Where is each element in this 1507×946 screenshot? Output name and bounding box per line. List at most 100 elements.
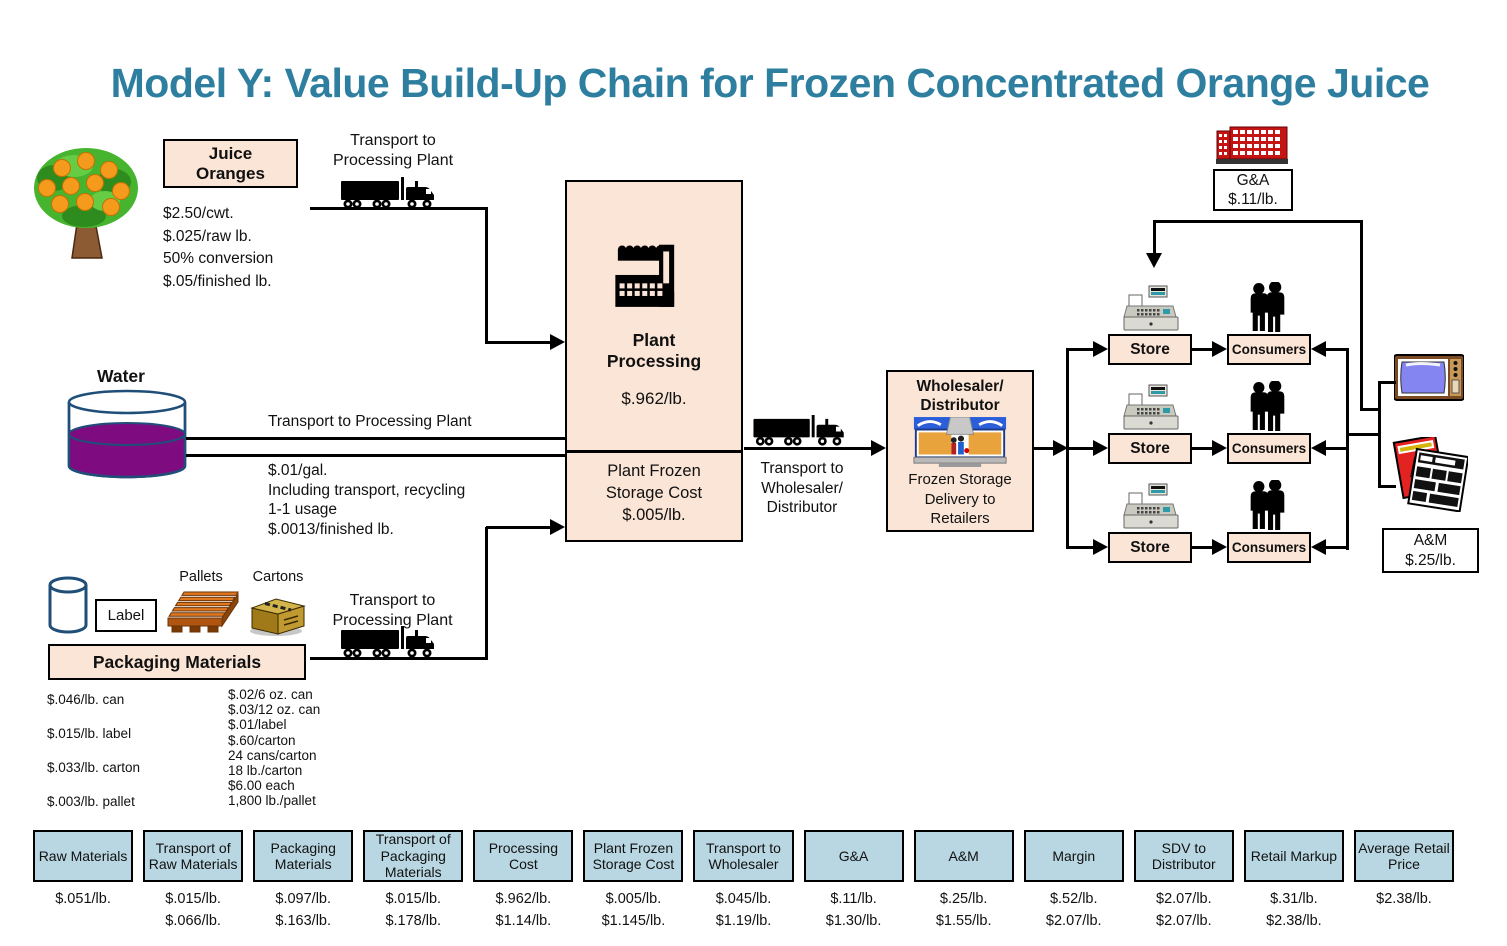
office-building-icon	[1216, 126, 1288, 164]
packaging-materials-label: Packaging Materials	[92, 651, 262, 672]
am-label: A&M	[1413, 532, 1448, 549]
truck-icon	[340, 177, 442, 211]
cost-column-sdv: SDV to Distributor $2.07/lb.$2.07/lb.	[1133, 830, 1234, 932]
cost-value: $.051/lb.	[55, 891, 111, 907]
gna-line	[1153, 220, 1156, 254]
packaging-detail-line: $6.00 each	[228, 778, 295, 794]
truck-icon	[340, 626, 442, 660]
pallets-label: Pallets	[179, 569, 223, 585]
cost-value: $.31/lb.	[1270, 891, 1318, 907]
store-box: Store	[1108, 532, 1192, 563]
arrowhead-into-consumers	[1212, 440, 1227, 456]
plant-box-divider	[565, 450, 743, 453]
flow-line	[485, 207, 488, 344]
cost-cumulative: $1.19/lb.	[715, 912, 772, 929]
factory-icon	[612, 238, 696, 322]
juice-cost-line: $2.50/cwt.	[163, 205, 234, 222]
am-cost: $.25/lb.	[1405, 551, 1456, 569]
cost-column-avg-retail-price: Average Retail Price $2.38/lb.	[1353, 830, 1455, 932]
transport-raw-label: Transport to Processing Plant	[332, 132, 454, 169]
packaging-cost-line: $.046/lb. can	[47, 692, 125, 707]
store-label: Store	[1130, 538, 1170, 556]
arrowhead-into-consumers	[1212, 539, 1227, 555]
arrowhead-into-store	[1093, 539, 1108, 555]
cost-column-gna: G&A $.11/lb. $1.30/lb.	[803, 830, 904, 932]
cash-register-icon	[1122, 483, 1180, 531]
cost-value: $.962/lb.	[495, 891, 552, 907]
arrowhead-into-plant	[550, 334, 565, 350]
cost-box: Transport of Raw Materials	[143, 830, 244, 882]
cost-cumulative: $2.07/lb.	[1045, 912, 1102, 929]
arrowhead-into-consumers	[1311, 341, 1326, 357]
flow-line	[1068, 348, 1095, 351]
juice-cost-line: 50% conversion	[163, 250, 274, 267]
cost-box: Transport of Packaging Materials	[363, 830, 464, 882]
cost-value: $.015/lb.	[385, 891, 442, 907]
arrowhead	[1053, 440, 1068, 456]
cost-value: $.11/lb.	[830, 891, 877, 907]
flow-line	[486, 526, 551, 529]
arrowhead-into-wholesaler	[871, 440, 886, 456]
cost-column-am: A&M $.25/lb.$1.55/lb.	[913, 830, 1014, 932]
cost-box: A&M	[913, 830, 1014, 882]
flow-line	[310, 657, 488, 660]
cash-register-icon	[1122, 384, 1180, 432]
water-costs: $.01/gal. Including transport, recycling…	[268, 461, 465, 539]
transport-water-label: Transport to Processing Plant	[268, 413, 472, 430]
arrowhead-into-consumers	[1311, 440, 1326, 456]
packaging-materials-box: Packaging Materials	[48, 644, 306, 680]
packaging-detail-line: $.60/carton	[228, 732, 296, 748]
store-label: Store	[1130, 439, 1170, 457]
cost-box: Plant Frozen Storage Cost	[583, 830, 684, 882]
packaging-detail-line: 1,800 lb./pallet	[228, 793, 316, 809]
water-cost-line: 1-1 usage	[268, 501, 337, 518]
cost-cumulative: $2.07/lb.	[1156, 912, 1212, 929]
cost-cumulative: $1.30/lb.	[825, 912, 882, 929]
flow-line	[310, 207, 488, 210]
am-bracket-line	[1346, 433, 1380, 436]
can-icon	[47, 576, 89, 634]
cost-box: Margin	[1023, 830, 1124, 882]
cost-buildup-row: Raw Materials $.051/lb. Transport of Raw…	[33, 830, 1455, 932]
print-media-icon	[1390, 437, 1468, 512]
flow-line	[1192, 447, 1214, 450]
gna-cost: $.11/lb.	[1228, 191, 1278, 208]
am-bracket-line	[1378, 485, 1396, 488]
flow-line	[486, 341, 551, 344]
plant-processing-cost: $.962/lb.	[621, 389, 687, 408]
gna-label: G&A	[1236, 171, 1270, 189]
cost-cumulative: $1.14/lb.	[495, 912, 552, 929]
arrowhead-into-store	[1093, 440, 1108, 456]
cost-box: Processing Cost	[473, 830, 574, 882]
cost-box: G&A	[803, 830, 904, 882]
water-flow-line	[186, 454, 567, 457]
cost-cumulative: $1.55/lb.	[935, 912, 992, 929]
arrowhead-into-store-register	[1146, 253, 1162, 268]
consumers-box: Consumers	[1227, 334, 1311, 365]
pallet-icon	[166, 588, 240, 636]
cost-cumulative: $1.145/lb.	[601, 912, 666, 929]
orange-tree-icon	[32, 146, 142, 264]
distribution-trunk-line	[1066, 348, 1069, 549]
flow-line	[744, 447, 872, 450]
cost-column-retail-markup: Retail Markup $.31/lb.$2.38/lb.	[1243, 830, 1344, 932]
cost-value: $.045/lb.	[715, 891, 772, 907]
juice-cost-line: $.025/raw lb.	[163, 227, 252, 245]
cost-column-margin: Margin $.52/lb.$2.07/lb.	[1023, 830, 1124, 932]
consumers-icon	[1245, 381, 1291, 432]
packaging-detail-line: $.03/12 oz. can	[228, 702, 321, 718]
plant-processing-title: Plant Processing	[606, 330, 702, 371]
store-label: Store	[1130, 340, 1170, 358]
packaging-cost-line: $.015/lb. label	[47, 726, 132, 741]
consumers-label: Consumers	[1231, 342, 1307, 357]
cost-box: Transport to Wholesaler	[693, 830, 794, 882]
cost-box: Raw Materials	[33, 830, 134, 882]
truck-icon	[752, 415, 852, 448]
consumers-label: Consumers	[1231, 441, 1307, 456]
flow-line	[485, 527, 488, 660]
cost-cumulative: $2.38/lb.	[1266, 912, 1322, 929]
cost-column-raw-materials: Raw Materials $.051/lb.	[33, 830, 134, 932]
packaging-detail-line: 18 lb./carton	[228, 763, 303, 779]
cost-value: $.015/lb.	[165, 891, 221, 907]
label-box: Label	[95, 599, 157, 632]
